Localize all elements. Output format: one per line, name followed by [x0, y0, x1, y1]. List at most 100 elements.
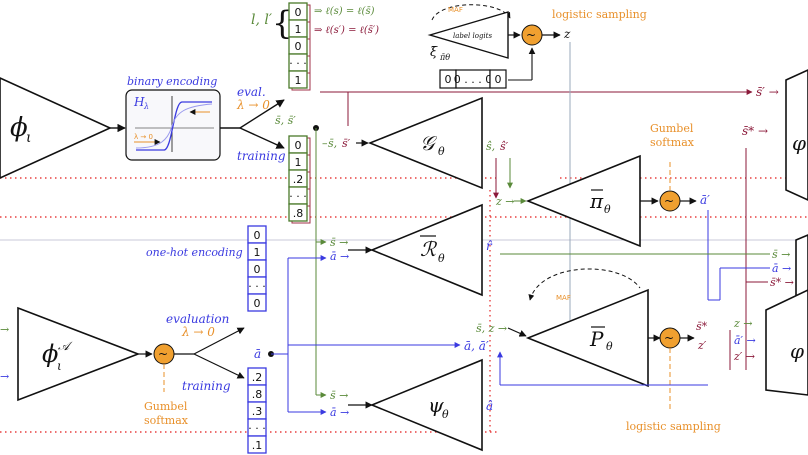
gumbel-left-1: Gumbel	[144, 400, 188, 413]
svg-text:~: ~	[664, 194, 674, 208]
pi-theta-symbol: π	[589, 189, 604, 213]
svg-text:θ: θ	[438, 145, 445, 158]
right-sbar-label: s̄ →	[772, 248, 790, 261]
g-theta-generator: – s̄, s̄′ 𝒢 θ	[322, 96, 483, 190]
svg-text:θ: θ	[438, 252, 445, 265]
abar-abarp-label: ā, ā′	[464, 339, 489, 353]
logistic-sampling-top: logistic sampling	[552, 8, 647, 21]
svg-text:s̄,: s̄,	[328, 137, 337, 150]
svg-text:→: →	[0, 370, 9, 383]
one-hot-label: one-hot encoding	[146, 246, 243, 259]
zeros-vector-value: 0 . . . 0	[454, 73, 492, 86]
vec-onehot-training-cell	[247, 435, 267, 454]
vec-binary-training-value: 0	[295, 139, 302, 152]
abar-prime-label: ā′	[700, 193, 710, 207]
vec-onehot-training-value: · · ·	[248, 422, 265, 435]
vec-binary-training-value: .2	[293, 173, 304, 186]
vec-onehot-training-value: .8	[252, 388, 263, 401]
l-s-equation: ⇒ ℓ(s) = ℓ(s̄)	[314, 6, 375, 17]
svg-text:~: ~	[158, 347, 168, 361]
logistic-sampling-bottom: logistic sampling	[626, 420, 721, 433]
l-sprime-equation: ⇒ ℓ(s′) = ℓ(s̄′)	[314, 25, 379, 36]
h-lambda-label: H	[133, 95, 145, 109]
zeros-vector-cell	[489, 69, 507, 89]
g-theta-symbol: 𝒢	[420, 131, 438, 155]
training-top-label: training	[237, 149, 286, 163]
right-top-block: φ	[792, 131, 806, 155]
eval-label: eval.	[237, 85, 266, 99]
gumbel-right-2: softmax	[650, 136, 695, 149]
sstar-label: s̄*	[696, 320, 708, 333]
sbar-r-label: s̄ →	[330, 236, 348, 249]
maf-bottom-label: MAF	[556, 294, 571, 302]
zprime-label: z′	[697, 339, 707, 352]
vec-onehot-eval-value: 0	[254, 263, 261, 276]
svg-text:ι: ι	[57, 359, 62, 373]
vec-binary-top-value: · · ·	[289, 57, 306, 70]
r-theta-symbol: ℛ	[420, 237, 438, 261]
z-arrow-label: z →	[495, 195, 515, 208]
vec-binary-top-value: 1	[295, 23, 302, 36]
sbar-z-label: s̄, z →	[476, 322, 507, 335]
svg-text:π̄θ: π̄θ	[439, 53, 450, 62]
phi-iota-subscript: ι	[26, 130, 32, 146]
svg-text:→: →	[0, 323, 9, 336]
phi-iota-symbol: ϕ	[10, 113, 28, 143]
gumbel-left-2: softmax	[144, 414, 189, 427]
p-theta-symbol: P	[589, 327, 604, 351]
gumbel-right-1: Gumbel	[650, 122, 694, 135]
vec-binary-top-cell	[288, 70, 308, 89]
vec-binary-training-value: · · ·	[289, 190, 306, 203]
vec-onehot-eval-value: · · ·	[248, 280, 265, 293]
vec-onehot-eval-value: 0	[254, 229, 261, 242]
evaluation-lambda-label: λ → 0	[181, 325, 215, 339]
psi-theta-symbol: ψ	[428, 393, 444, 417]
binary-encoding-inset: binary encoding H λ λ → 0	[125, 75, 221, 161]
vec-binary-training-value: .8	[293, 207, 304, 220]
pi-theta-policy: π θ	[525, 154, 641, 248]
abar-psi-label: ā →	[330, 406, 349, 419]
svg-text:~: ~	[526, 28, 536, 42]
svg-text:θ: θ	[606, 340, 613, 353]
xi-bar-label: ξ̄	[430, 45, 438, 60]
phi-iota-encoder: ϕ ι	[0, 77, 112, 179]
binary-vector-eval: 010· · ·1	[288, 2, 311, 91]
zprime-right-label: z′ →	[733, 350, 755, 363]
vec-onehot-training-value: .1	[252, 439, 263, 452]
vec-binary-training-cell	[288, 203, 308, 222]
eval-lambda-label: λ → 0	[236, 98, 270, 112]
ahat-label: â	[486, 399, 493, 413]
right-sstar-label: s̄* →	[770, 276, 794, 289]
label-logits-text: label logits	[453, 32, 492, 40]
label-logits-block: MAF label logits ~ z logistic sampling ξ…	[427, 4, 647, 89]
onehot-vector-eval: 0 1 0 · · · 0	[247, 225, 267, 312]
right-bottom-block: φ	[790, 339, 804, 363]
rhat-label: r̂	[486, 239, 493, 253]
vec-onehot-eval-value: 0	[254, 297, 261, 310]
vec-onehot-training-value: .2	[252, 371, 263, 384]
phi-iota-a-encoder: → → ϕ 𝒜 ι	[0, 306, 141, 402]
sstar-far-label: s̄* →	[742, 124, 768, 138]
shat-label: ŝ,	[486, 140, 495, 153]
sbar-psi-label: s̄ →	[330, 389, 348, 402]
onehot-vector-training: .2 .8 .3 · · · .1	[247, 367, 267, 454]
abar-dot-label: ā	[254, 347, 261, 361]
g-input-label: –	[322, 137, 328, 150]
svg-text:𝒜: 𝒜	[58, 339, 73, 353]
zeros-vector-value: 0	[495, 73, 502, 86]
vec-onehot-eval-value: 1	[254, 246, 261, 259]
psi-theta-block: s̄ → ā → ψ θ	[330, 358, 483, 452]
abar-r-label: ā →	[330, 250, 349, 263]
phi-iota-a-symbol: ϕ	[42, 340, 58, 368]
shatprime-label: ŝ′	[500, 140, 509, 153]
maf-top-label: MAF	[448, 6, 463, 14]
svg-text:s̄′: s̄′	[342, 137, 351, 150]
evaluation-label: evaluation	[166, 312, 229, 326]
training-bottom-label: training	[182, 379, 231, 393]
vec-binary-top-value: 0	[295, 6, 302, 19]
vec-onehot-training-value: .3	[252, 405, 263, 418]
binary-vector-training: 01.2· · ·.8	[288, 135, 311, 224]
sbarprime-far-label: s̄′ →	[756, 85, 779, 99]
